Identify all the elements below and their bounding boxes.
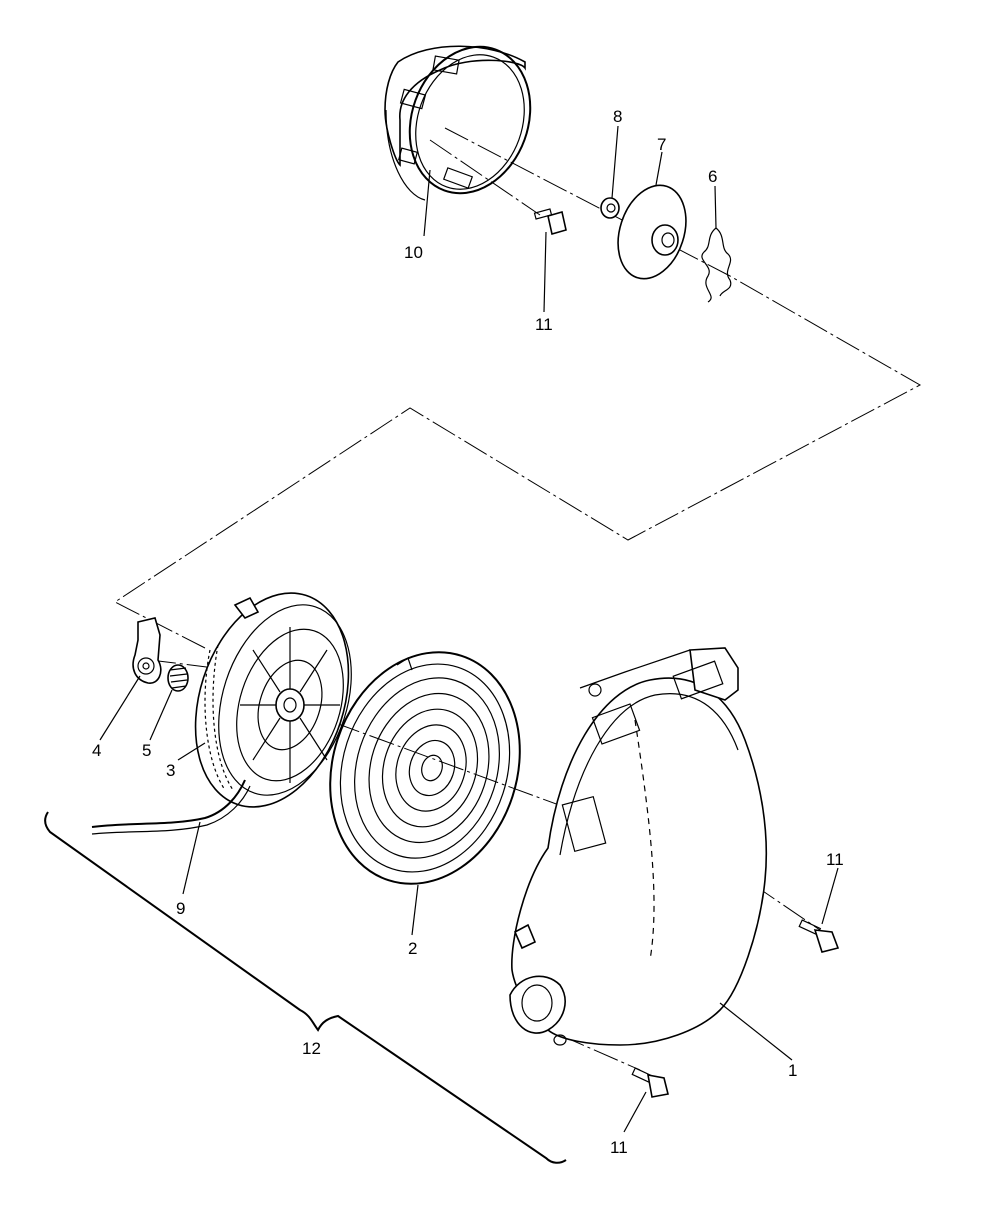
starter-housing <box>509 647 768 1046</box>
label-part-7: 7 <box>657 135 666 154</box>
label-part-11-top: 11 <box>535 315 553 334</box>
spring-clip <box>701 227 732 303</box>
part-labels: 1 2 3 4 5 6 7 8 9 10 11 11 11 12 <box>92 107 844 1157</box>
label-part-6: 6 <box>708 167 717 186</box>
bolt-right <box>798 919 840 953</box>
label-part-1: 1 <box>788 1061 797 1080</box>
friction-plate <box>617 184 687 280</box>
starter-rope <box>91 779 251 835</box>
label-part-11-bottom: 11 <box>610 1138 628 1157</box>
bolt-top <box>533 208 567 236</box>
label-part-5: 5 <box>142 741 151 760</box>
label-part-10: 10 <box>404 243 423 262</box>
label-part-12: 12 <box>302 1039 321 1058</box>
ratchet-pawl <box>132 617 162 684</box>
label-part-9: 9 <box>176 899 185 918</box>
nut <box>600 197 620 219</box>
label-part-3: 3 <box>166 761 175 780</box>
label-part-2: 2 <box>408 939 417 958</box>
ratchet-cup <box>384 45 532 201</box>
assembly-brace <box>44 811 567 1164</box>
label-part-4: 4 <box>92 741 101 760</box>
label-part-8: 8 <box>613 107 622 126</box>
rope-reel <box>194 592 352 808</box>
leader-lines <box>99 125 839 1133</box>
pawl-spring <box>167 664 189 692</box>
bolt-bottom <box>631 1067 669 1098</box>
recoil-spring <box>329 651 521 885</box>
label-part-11-right: 11 <box>826 850 844 869</box>
